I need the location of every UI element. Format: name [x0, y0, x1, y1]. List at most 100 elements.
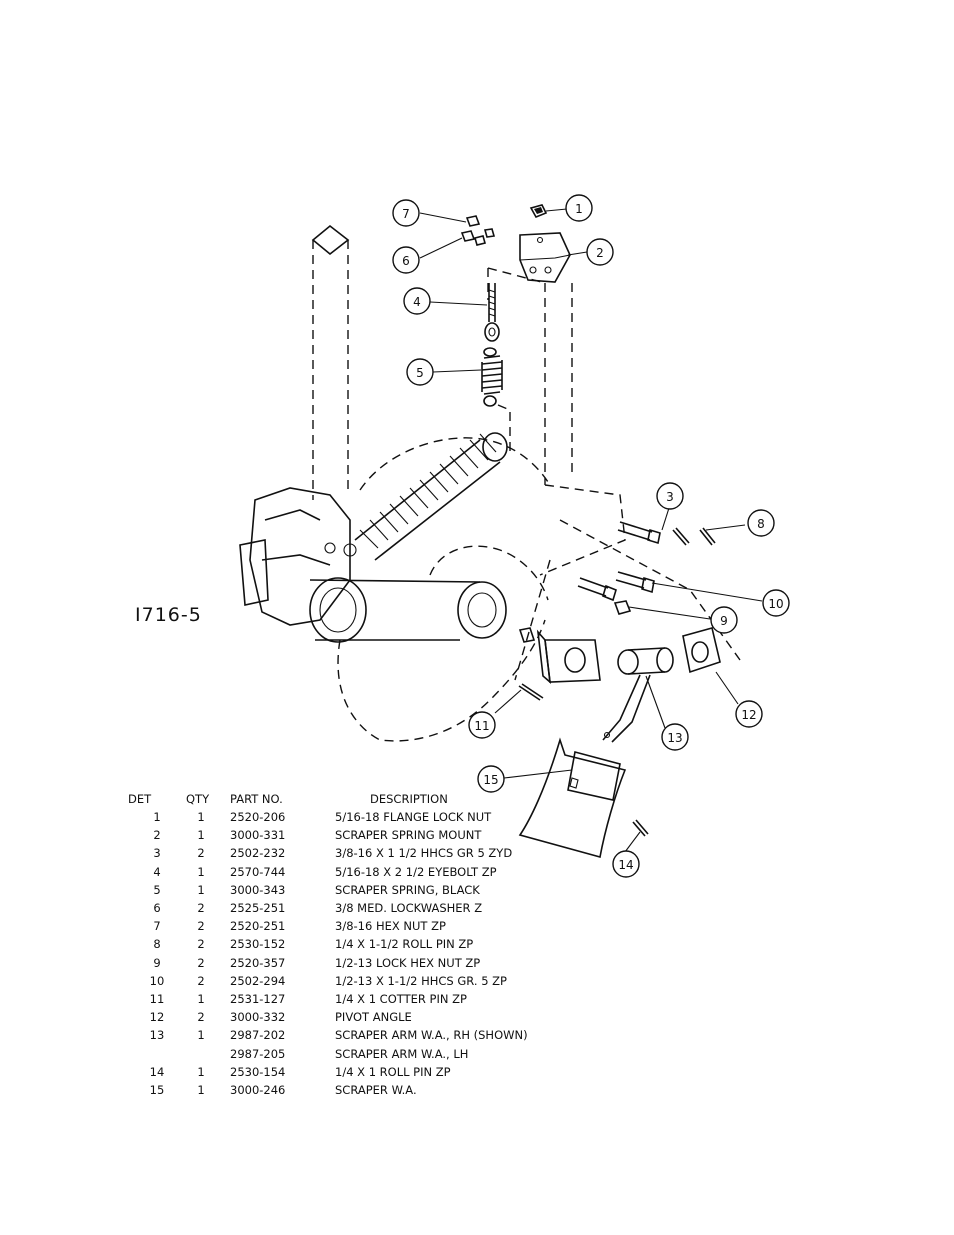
balloon-6: 6 — [392, 246, 420, 274]
cell-part-no: 3000-246 — [230, 1082, 286, 1097]
cell-det: 13 — [149, 1028, 165, 1043]
eyebolt — [484, 283, 500, 342]
cell-description: 1/2-13 X 1-1/2 HHCS GR. 5 ZP — [335, 973, 507, 988]
svg-text:12: 12 — [741, 708, 756, 722]
cell-det: 11 — [149, 991, 165, 1006]
cell-qty: 2 — [197, 919, 205, 934]
cell-part-no: 2520-206 — [230, 810, 286, 825]
scraper — [518, 737, 627, 859]
cell-det: 7 — [153, 919, 161, 934]
svg-text:5: 5 — [416, 366, 424, 380]
leader-lines — [419, 208, 763, 853]
cell-det: 10 — [149, 973, 165, 988]
header-qty: QTY — [186, 792, 210, 806]
cell-part-no: 2520-357 — [230, 955, 286, 970]
roll-pins — [672, 527, 716, 546]
svg-text:15: 15 — [483, 773, 498, 787]
cell-qty: 1 — [197, 810, 205, 825]
roll-pin-small — [632, 819, 649, 837]
cell-description: 5/16-18 X 2 1/2 EYEBOLT ZP — [335, 864, 497, 879]
cell-det: 15 — [149, 1082, 165, 1097]
cell-part-no: 2531-127 — [230, 991, 286, 1006]
cell-part-no: 2570-744 — [230, 864, 286, 879]
svg-text:13: 13 — [667, 731, 682, 745]
cell-description: 3/8 MED. LOCKWASHER Z — [335, 901, 483, 916]
cell-det — [128, 1044, 186, 1062]
balloon-10: 10 — [762, 589, 790, 617]
cell-description: SCRAPER SPRING, BLACK — [335, 882, 480, 897]
svg-text:10: 10 — [768, 597, 783, 611]
table-row: 4 1 2570-744 5/16-18 X 2 1/2 EYEBOLT ZP — [128, 863, 630, 881]
svg-text:6: 6 — [402, 254, 410, 268]
hhcs-bolts — [577, 521, 661, 602]
cell-qty: 1 — [197, 1064, 205, 1079]
balloon-5: 5 — [406, 358, 434, 386]
cell-part-no: 3000-332 — [230, 1010, 286, 1025]
cell-det: 5 — [153, 882, 161, 897]
drawing-id: I716-5 — [135, 604, 202, 626]
cell-det: 4 — [153, 864, 161, 879]
cell-det: 8 — [153, 937, 161, 952]
scraper-arm — [602, 647, 674, 743]
cell-description: 3/8-16 X 1 1/2 HHCS GR 5 ZYD — [335, 846, 513, 861]
cell-description: 5/16-18 FLANGE LOCK NUT — [335, 810, 492, 825]
balloon-11: 11 — [468, 711, 496, 739]
balloon-2: 2 — [586, 238, 614, 266]
cell-qty: 2 — [197, 937, 205, 952]
balloon-7: 7 — [392, 199, 420, 227]
svg-text:8: 8 — [757, 517, 765, 531]
lock-hex-nuts — [518, 600, 632, 643]
cell-det: 9 — [153, 955, 161, 970]
cell-description: SCRAPER W.A. — [335, 1082, 417, 1097]
table-row: 12 2 3000-332 PIVOT ANGLE — [128, 1008, 630, 1026]
compression-spring — [354, 432, 508, 561]
cell-description: SCRAPER ARM W.A., LH — [335, 1046, 469, 1061]
cell-qty: 1 — [197, 864, 205, 879]
parts-table-header: DET QTY PART NO. DESCRIPTION — [128, 790, 630, 808]
scraper-spring — [481, 347, 503, 407]
cell-det: 6 — [153, 901, 161, 916]
cell-description: PIVOT ANGLE — [335, 1010, 412, 1025]
cell-qty: 1 — [197, 882, 205, 897]
cell-description: SCRAPER ARM W.A., RH (SHOWN) — [335, 1028, 528, 1043]
cell-part-no: 3000-331 — [230, 828, 286, 843]
svg-text:2: 2 — [596, 246, 604, 260]
cell-det: 2 — [153, 828, 161, 843]
cell-part-no: 2530-152 — [230, 937, 286, 952]
svg-text:1: 1 — [575, 202, 583, 216]
cell-part-no: 3000-343 — [230, 882, 286, 897]
cotter-pin — [518, 683, 544, 701]
cell-part-no: 2530-154 — [230, 1064, 286, 1079]
svg-text:3: 3 — [666, 490, 674, 504]
cell-description: 1/4 X 1 COTTER PIN ZP — [335, 991, 467, 1006]
pivot-angles — [536, 627, 721, 684]
header-det: DET — [128, 792, 152, 806]
table-row: 8 2 2530-152 1/4 X 1-1/2 ROLL PIN ZP — [128, 935, 630, 953]
cell-description: 3/8-16 HEX NUT ZP — [335, 919, 446, 934]
svg-text:14: 14 — [618, 858, 633, 872]
cell-part-no: 2987-205 — [230, 1046, 286, 1061]
cell-description: 1/4 X 1-1/2 ROLL PIN ZP — [335, 937, 474, 952]
cell-description: 1/4 X 1 ROLL PIN ZP — [335, 1064, 451, 1079]
frame-casting — [337, 437, 741, 742]
balloon-15: 15 — [477, 765, 505, 793]
cell-det: 12 — [149, 1010, 165, 1025]
balloon-8: 8 — [747, 509, 775, 537]
svg-text:9: 9 — [720, 614, 728, 628]
cell-qty: 2 — [197, 955, 205, 970]
table-row: 2987-205 SCRAPER ARM W.A., LH — [128, 1044, 630, 1062]
svg-text:7: 7 — [402, 207, 410, 221]
cell-qty: 2 — [197, 846, 205, 861]
svg-text:4: 4 — [413, 295, 421, 309]
cell-qty: 2 — [197, 1010, 205, 1025]
